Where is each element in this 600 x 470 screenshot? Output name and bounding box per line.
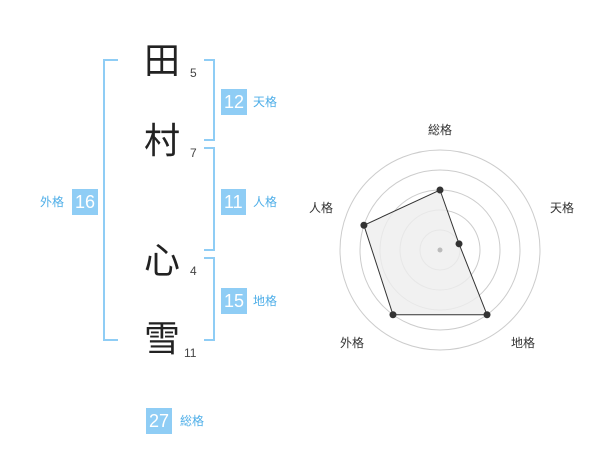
name-char-4: 雪 xyxy=(143,319,180,360)
radar-polygon xyxy=(363,189,488,316)
name-char-3: 心 xyxy=(143,241,180,282)
radar-axis-label-jinkaku: 人格 xyxy=(309,201,334,215)
soukaku-value: 27 xyxy=(146,408,173,434)
radar-point-4 xyxy=(360,221,368,229)
radar-point-1 xyxy=(455,240,463,248)
stroke-count-3: 4 xyxy=(190,264,197,278)
jinkaku-value: 11 xyxy=(221,189,246,215)
radar-ring-5 xyxy=(339,149,541,351)
gaikaku-label: 外格 xyxy=(40,195,65,209)
name-char-1: 田 xyxy=(143,41,180,82)
gaikaku-bracket xyxy=(103,59,118,341)
tenkaku-label: 天格 xyxy=(253,95,278,109)
radar-axis-label-chikaku: 地格 xyxy=(511,336,536,350)
stroke-count-2: 7 xyxy=(190,146,197,160)
chikaku-label: 地格 xyxy=(253,294,278,308)
gaikaku-value: 16 xyxy=(72,189,99,215)
radar-center-point xyxy=(437,247,443,253)
radar-axis-label-soukaku: 総格 xyxy=(428,123,453,137)
stroke-count-1: 5 xyxy=(190,66,197,80)
jinkaku-bracket xyxy=(204,147,215,251)
chikaku-value: 15 xyxy=(221,288,248,314)
radar-ring-4 xyxy=(359,169,521,331)
radar-axis-label-tenkaku: 天格 xyxy=(550,201,575,215)
chikaku-bracket xyxy=(204,257,215,341)
radar-point-3 xyxy=(389,311,397,319)
soukaku-label: 総格 xyxy=(180,414,205,428)
radar-axis-label-gaikaku: 外格 xyxy=(340,336,365,350)
jinkaku-label: 人格 xyxy=(253,195,278,209)
stroke-count-4: 11 xyxy=(184,346,197,360)
name-char-2: 村 xyxy=(143,121,180,162)
radar-point-2 xyxy=(483,311,491,319)
tenkaku-bracket xyxy=(204,59,215,141)
radar-point-0 xyxy=(436,186,444,194)
tenkaku-value: 12 xyxy=(221,89,248,115)
